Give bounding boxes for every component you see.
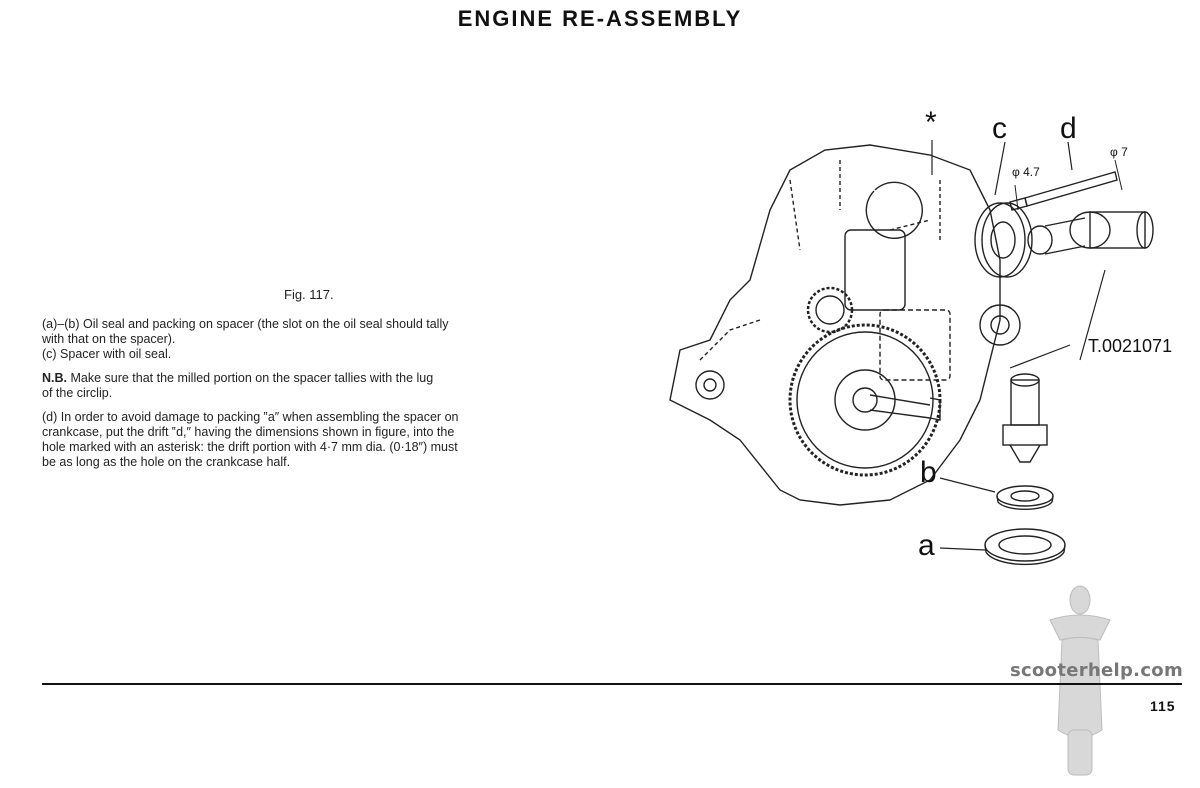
scooter-watermark-icon — [1049, 585, 1111, 776]
label-b: b — [920, 456, 937, 489]
drift-d — [1009, 171, 1118, 211]
text-line: be as long as the hole on the crankcase … — [42, 455, 291, 469]
page-number: 115 — [1150, 698, 1176, 714]
tool-upper — [1027, 211, 1154, 255]
footer-rule — [42, 683, 1182, 685]
text-line: (d) In order to avoid damage to packing … — [42, 410, 459, 424]
paragraph-c: (c) Spacer with oil seal. — [42, 347, 172, 361]
asterisk-label: * — [925, 106, 937, 139]
crankcase-outline — [669, 144, 1001, 506]
tool-lower — [1002, 373, 1048, 463]
label-d: d — [1060, 112, 1077, 145]
text-line: (a)–(b) Oil seal and packing on spacer (… — [42, 317, 449, 331]
diameter-label-large: φ 7 — [1110, 145, 1128, 159]
packing-b — [996, 485, 1054, 511]
gear-icon — [788, 323, 942, 477]
watermark: scooterhelp.com — [1010, 660, 1184, 681]
text-line: with that on the spacer). — [42, 332, 176, 346]
spacer-c — [974, 202, 1033, 278]
figure-caption: Fig. 117. — [284, 287, 334, 302]
text-line: crankcase, put the drift ‟d,″ having the… — [42, 425, 455, 439]
engine-diagram: * c d φ 4.7 φ 7 T.0021071 b — [669, 106, 1172, 566]
label-a: a — [918, 529, 935, 562]
text-line: hole marked with an asterisk: the drift … — [42, 440, 458, 454]
text-line: Make sure that the milled portion on the… — [67, 371, 434, 385]
nb-label: N.B. — [42, 371, 67, 385]
oil-seal-a — [984, 528, 1066, 566]
instructions-text: (a)–(b) Oil seal and packing on spacer (… — [42, 317, 588, 479]
paragraph-d: (d) In order to avoid damage to packing … — [42, 410, 588, 470]
text-line: of the circlip. — [42, 386, 113, 400]
tool-number-label: T.0021071 — [1088, 336, 1172, 356]
label-c: c — [992, 112, 1007, 145]
paragraph-nb: N.B. Make sure that the milled portion o… — [42, 371, 588, 401]
paragraph-ab: (a)–(b) Oil seal and packing on spacer (… — [42, 317, 588, 362]
diameter-label-small: φ 4.7 — [1012, 165, 1040, 179]
page-title: ENGINE RE-ASSEMBLY — [457, 6, 743, 31]
